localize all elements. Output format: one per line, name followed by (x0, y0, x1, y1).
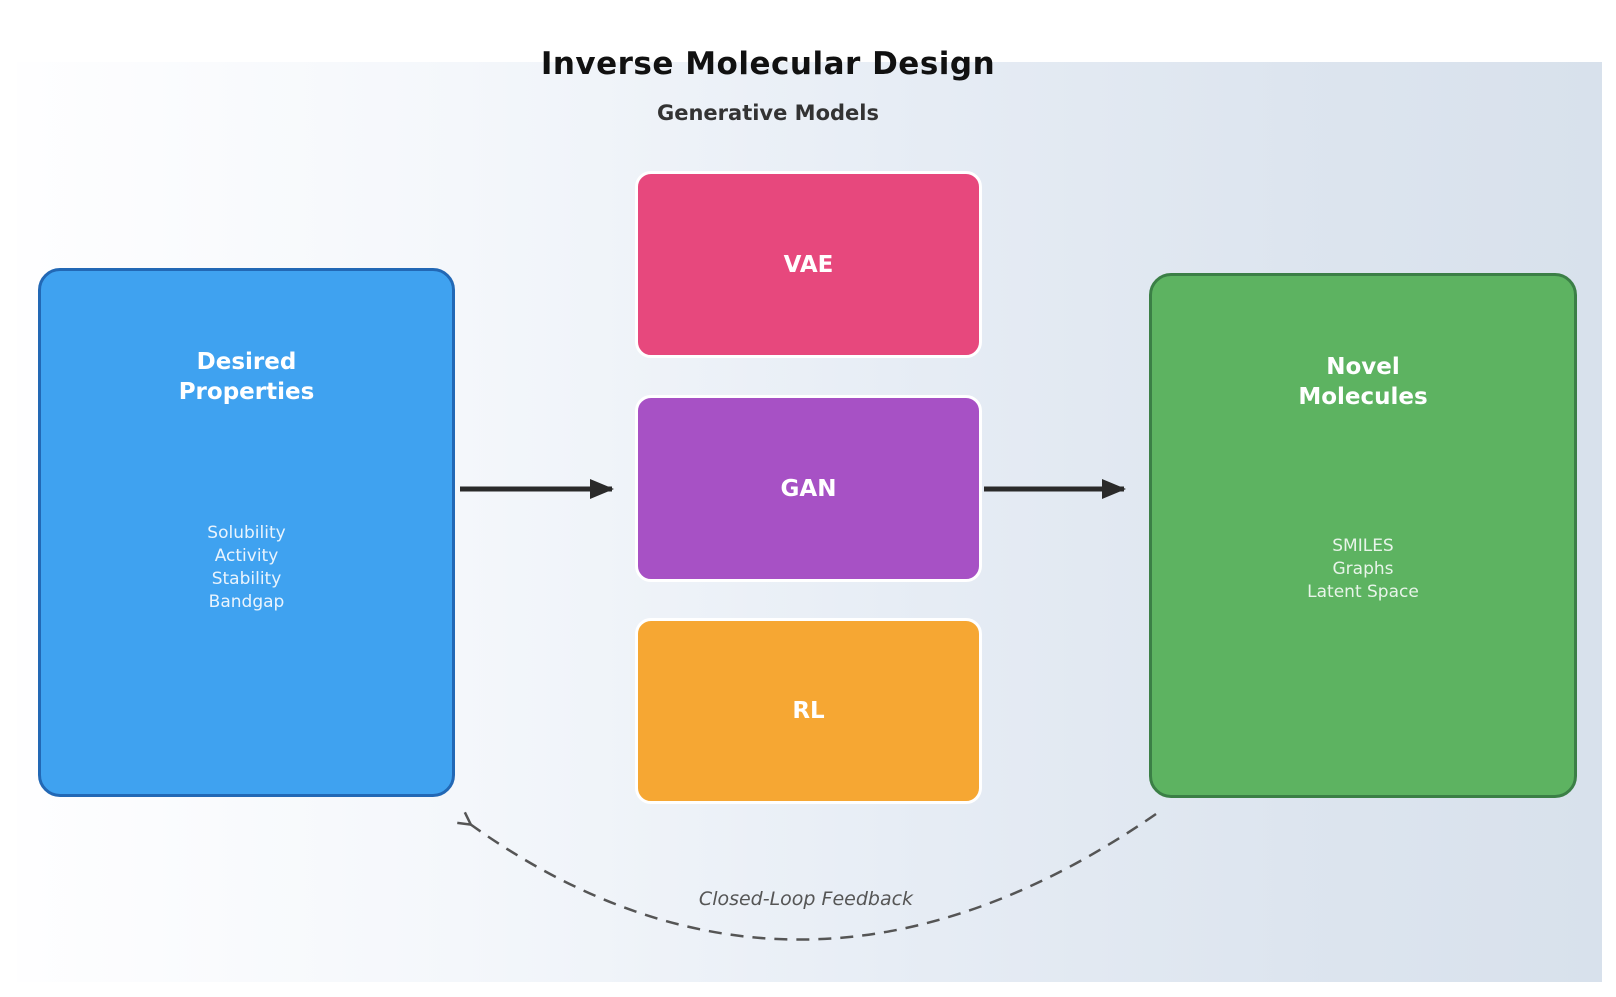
node-gan: GAN (635, 395, 982, 582)
list-line: Latent Space (1307, 582, 1419, 602)
list-line: Stability (211, 569, 282, 589)
list-line: Bandgap (208, 592, 285, 612)
title-line: Novel (1326, 354, 1400, 380)
diagram-subtitle: Generative Models (657, 101, 879, 125)
node-gan-label: GAN (780, 475, 837, 502)
list-line: SMILES (1332, 536, 1394, 556)
node-vae-label: VAE (783, 251, 834, 278)
list-line: Activity (214, 546, 279, 566)
node-desired-properties-title: Desired Properties (41, 347, 452, 407)
diagram-title: Inverse Molecular Design (540, 46, 996, 82)
list-line: Graphs (1332, 559, 1394, 579)
title-line: Properties (178, 379, 315, 405)
closed-loop-feedback-label: Closed-Loop Feedback (698, 888, 914, 910)
title-line: Desired (196, 349, 297, 375)
node-vae: VAE (635, 171, 982, 358)
title-line: Molecules (1298, 384, 1428, 410)
list-line: Solubility (207, 523, 286, 543)
node-novel-molecules-title: Novel Molecules (1152, 352, 1574, 412)
node-rl-label: RL (792, 698, 825, 724)
node-rl: RL (635, 618, 982, 804)
